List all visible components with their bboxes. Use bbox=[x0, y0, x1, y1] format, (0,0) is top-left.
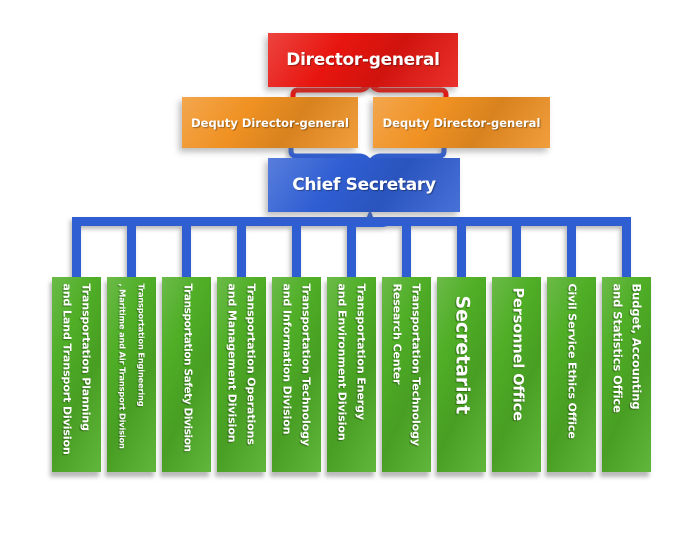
department-label: Transportation Energy and Environment Di… bbox=[335, 283, 368, 441]
department-box-budget-accounting-statistics-office: Budget, Accounting and Statistics Office bbox=[602, 277, 651, 472]
department-box-transportation-energy-environment: Transportation Energy and Environment Di… bbox=[327, 277, 376, 472]
department-connector-tree bbox=[72, 217, 631, 281]
deputy-director-general-right-box: Dequty Director-general bbox=[373, 97, 550, 148]
department-box-secretariat: Secretariat bbox=[437, 277, 486, 472]
chief-secretary-label: Chief Secretary bbox=[292, 175, 436, 195]
deputy-director-general-right-label: Dequty Director-general bbox=[382, 115, 541, 130]
department-box-transportation-technology-research-center: Transportation Technology Research Cente… bbox=[382, 277, 431, 472]
department-label: Budget, Accounting and Statistics Office bbox=[610, 283, 644, 413]
department-box-transportation-engineering-maritime-air: Transportation Engineering , Maritime an… bbox=[107, 277, 156, 472]
deputy-director-general-left-label: Dequty Director-general bbox=[191, 115, 349, 130]
department-box-civil-service-ethics-office: Civil Service Ethics Office bbox=[547, 277, 596, 472]
department-box-transportation-safety: Transportation Safety Division bbox=[162, 277, 211, 472]
department-label: Transportation Safety Division bbox=[181, 283, 193, 452]
department-label: Transportation Technology and Informatio… bbox=[280, 283, 313, 446]
director-general-box: Director-general bbox=[268, 33, 458, 87]
department-box-personnel-office: Personnel Office bbox=[492, 277, 541, 472]
deputy-director-general-left-box: Dequty Director-general bbox=[182, 97, 358, 148]
department-label: Civil Service Ethics Office bbox=[565, 283, 578, 439]
department-box-transportation-operations-management: Transportation Operations and Management… bbox=[217, 277, 266, 472]
department-label: Secretariat bbox=[451, 295, 473, 414]
department-label: Transportation Technology Research Cente… bbox=[390, 283, 423, 446]
department-label: Personnel Office bbox=[509, 287, 525, 421]
department-box-transportation-technology-information: Transportation Technology and Informatio… bbox=[272, 277, 321, 472]
director-general-label: Director-general bbox=[286, 50, 440, 70]
department-label: Transportation Operations and Management… bbox=[225, 283, 258, 445]
department-label: Transportation Engineering , Maritime an… bbox=[117, 283, 147, 449]
department-box-transportation-planning-land-transport: Transportation Planning and Land Transpo… bbox=[52, 277, 101, 472]
department-label: Transportation Planning and Land Transpo… bbox=[60, 283, 93, 455]
chief-secretary-box: Chief Secretary bbox=[268, 158, 460, 212]
